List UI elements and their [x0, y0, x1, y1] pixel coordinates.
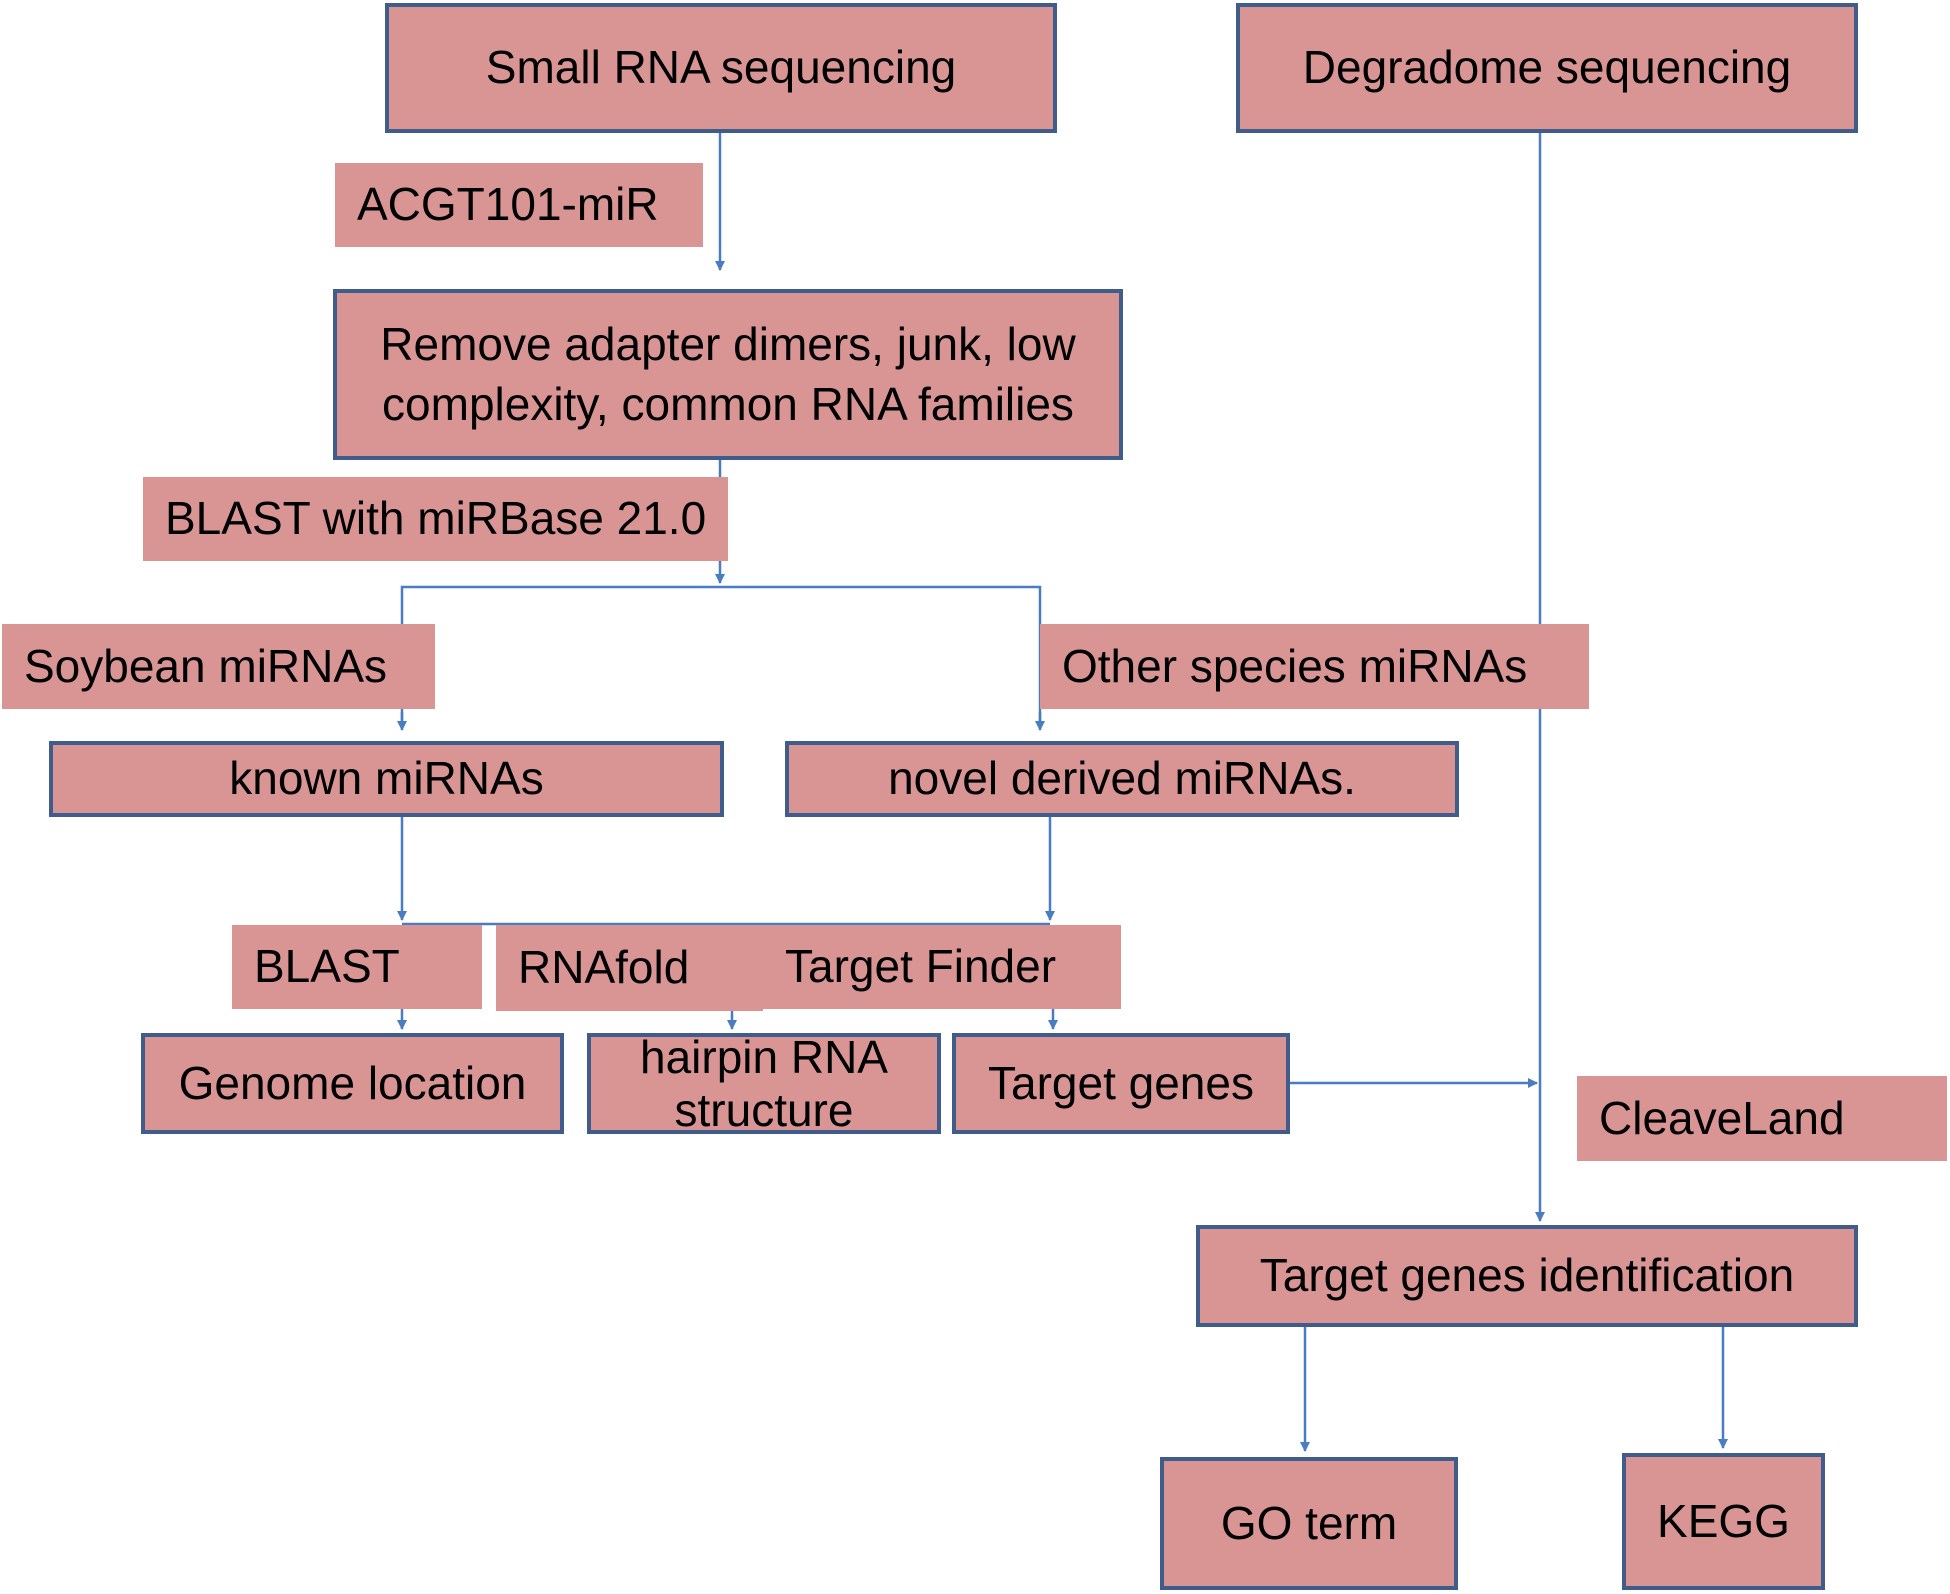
degradome-sequencing-box: Degradome sequencing — [1236, 3, 1858, 133]
rnafold-label: RNAfold — [496, 925, 763, 1011]
novel-mirnas-text: novel derived miRNAs. — [888, 752, 1356, 805]
acgt101-mir-label: ACGT101-miR — [335, 163, 703, 247]
blast-mirbase-label: BLAST with miRBase 21.0 — [143, 477, 728, 561]
hairpin-rna-structure-box: hairpin RNA structure — [587, 1030, 941, 1136]
go-term-text: GO term — [1220, 1496, 1398, 1549]
small-rna-sequencing-text: Small RNA sequencing — [485, 41, 957, 94]
soybean-mirnas-text: Soybean miRNAs — [24, 639, 388, 692]
hairpin-rna-text-line2: structure — [674, 1083, 854, 1136]
novel-mirnas-box: novel derived miRNAs. — [785, 741, 1459, 817]
target-genes-text: Target genes — [988, 1056, 1254, 1109]
kegg-box: KEGG — [1622, 1453, 1825, 1590]
hairpin-rna-text-line1: hairpin RNA — [640, 1030, 888, 1083]
blast-mirbase-text: BLAST with miRBase 21.0 — [165, 492, 707, 545]
remove-adapter-text-line1: Remove adapter dimers, junk, low — [380, 317, 1076, 370]
edge-split-bar — [400, 585, 1042, 728]
blast-text: BLAST — [254, 940, 400, 993]
blast-label: BLAST — [232, 925, 482, 1009]
known-mirnas-text: known miRNAs — [229, 752, 544, 805]
target-genes-identification-text: Target genes identification — [1259, 1249, 1795, 1302]
other-species-mirnas-label: Other species miRNAs — [1040, 624, 1589, 709]
genome-location-box: Genome location — [141, 1033, 564, 1134]
acgt101-mir-text: ACGT101-miR — [357, 178, 659, 231]
degradome-sequencing-text: Degradome sequencing — [1302, 41, 1792, 94]
soybean-mirnas-label: Soybean miRNAs — [2, 624, 435, 709]
other-species-mirnas-text: Other species miRNAs — [1062, 639, 1528, 692]
target-genes-identification-box: Target genes identification — [1196, 1225, 1858, 1327]
genome-location-text: Genome location — [178, 1056, 527, 1109]
cleaveland-label: CleaveLand — [1577, 1076, 1947, 1161]
remove-adapter-box: Remove adapter dimers, junk, low complex… — [333, 289, 1123, 460]
go-term-box: GO term — [1160, 1457, 1458, 1590]
known-mirnas-box: known miRNAs — [49, 741, 724, 817]
target-finder-text: Target Finder — [785, 940, 1057, 993]
cleaveland-text: CleaveLand — [1599, 1091, 1845, 1144]
rnafold-text: RNAfold — [518, 941, 690, 994]
kegg-text: KEGG — [1657, 1494, 1790, 1547]
remove-adapter-text-line2: complexity, common RNA families — [382, 377, 1074, 430]
small-rna-sequencing-box: Small RNA sequencing — [385, 3, 1057, 133]
target-genes-box: Target genes — [952, 1033, 1290, 1134]
target-finder-label: Target Finder — [763, 925, 1121, 1009]
